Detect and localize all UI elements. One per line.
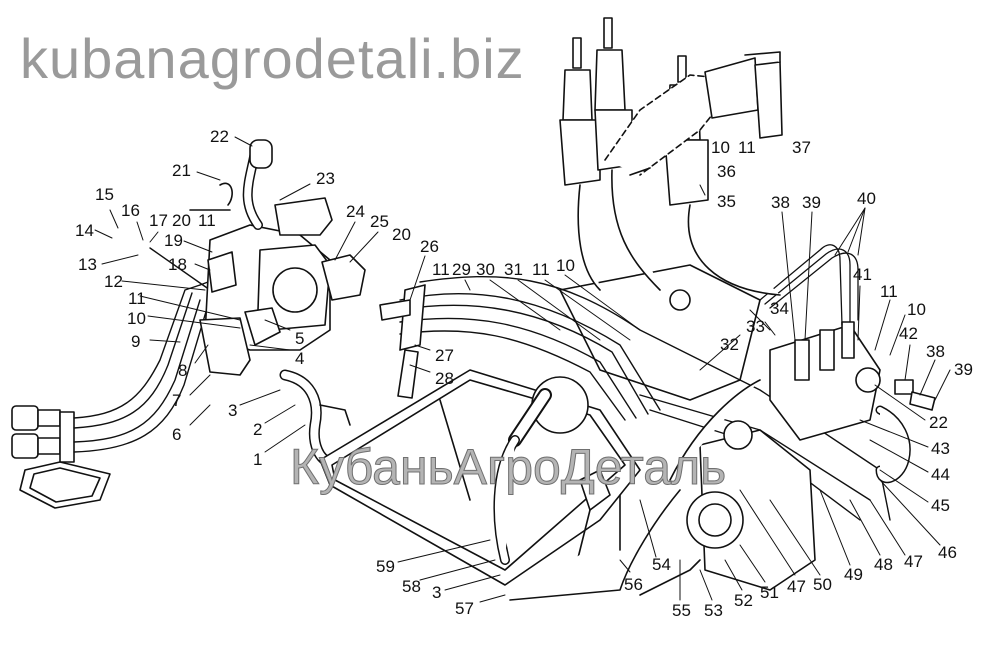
hydraulic-pump <box>509 420 816 601</box>
callout-label: 6 <box>172 425 182 444</box>
callout-label: 38 <box>926 342 945 361</box>
callout-label: 48 <box>874 555 893 574</box>
callout-label: 53 <box>704 601 723 620</box>
watermark-middle: КубаньАгроДеталь <box>289 439 727 495</box>
callout-label: 2 <box>253 420 263 439</box>
callout-label: 8 <box>178 361 188 380</box>
callout-label: 20 <box>172 211 191 230</box>
callout-label: 31 <box>504 260 523 279</box>
callout-label: 54 <box>652 555 671 574</box>
callout-label: 10 <box>127 309 146 328</box>
callout-label: 43 <box>931 439 950 458</box>
callout-label: 10 <box>907 300 926 319</box>
callout-label: 47 <box>904 552 923 571</box>
callout-label: 30 <box>476 260 495 279</box>
callout-label: 14 <box>75 221 94 240</box>
callout-label: 49 <box>844 565 863 584</box>
callout-label: 22 <box>210 127 229 146</box>
callout-label: 27 <box>435 346 454 365</box>
callout-label: 15 <box>95 185 114 204</box>
callout-label: 10 <box>556 256 575 275</box>
quick-couplers <box>11 405 111 509</box>
hose-bracket <box>379 284 426 399</box>
callout-label: 36 <box>717 162 736 181</box>
callout-label: 16 <box>121 201 140 220</box>
callout-label: 18 <box>168 255 187 274</box>
callout-label: 5 <box>295 329 305 348</box>
callout-label: 51 <box>760 583 779 602</box>
valve-housing <box>199 224 366 376</box>
callout-label: 44 <box>931 465 950 484</box>
callout-label: 37 <box>792 138 811 157</box>
callout-label: 45 <box>931 496 950 515</box>
callout-label: 11 <box>432 260 450 279</box>
callout-label: 1 <box>253 450 263 469</box>
callout-label: 25 <box>370 212 389 231</box>
watermark-bottom: kubanagrodetali.biz <box>20 27 525 90</box>
callout-label: 11 <box>738 138 756 157</box>
callout-label: 13 <box>78 255 97 274</box>
callout-label: 39 <box>802 193 821 212</box>
callout-label: 3 <box>228 401 238 420</box>
callout-label: 26 <box>420 237 439 256</box>
callout-label: 41 <box>853 265 872 284</box>
callout-label: 28 <box>435 369 454 388</box>
callout-label: 35 <box>717 192 736 211</box>
callout-label: 50 <box>813 575 832 594</box>
callout-label: 34 <box>770 299 789 318</box>
callout-label: 21 <box>172 161 191 180</box>
return-hose <box>279 369 351 468</box>
callout-label: 55 <box>672 601 691 620</box>
callout-label: 11 <box>880 282 898 301</box>
filter-head <box>493 376 611 571</box>
callout-label: 24 <box>346 202 365 221</box>
callout-label: 38 <box>771 193 790 212</box>
callout-label: 20 <box>392 225 411 244</box>
callout-label: 11 <box>198 211 216 230</box>
distributor-valve <box>669 321 936 484</box>
callout-label: 47 <box>787 577 806 596</box>
control-pipes <box>759 244 859 326</box>
callout-label: 23 <box>316 169 335 188</box>
callout-label: 11 <box>128 289 146 308</box>
callout-label: 22 <box>929 413 948 432</box>
control-joysticks <box>559 17 781 296</box>
callout-label: 19 <box>164 231 183 250</box>
callout-label: 56 <box>624 575 643 594</box>
callout-label: 52 <box>734 591 753 610</box>
callout-label: 39 <box>954 360 973 379</box>
callout-label: 10 <box>711 138 730 157</box>
callout-label: 3 <box>432 583 442 602</box>
callout-label: 42 <box>899 324 918 343</box>
callout-label: 46 <box>938 543 957 562</box>
callout-label: 9 <box>131 332 141 351</box>
callout-label: 11 <box>532 260 550 279</box>
leader-lines <box>94 136 951 603</box>
callout-label: 12 <box>104 272 123 291</box>
callout-label: 40 <box>857 189 876 208</box>
callout-label: 33 <box>746 317 765 336</box>
callout-label: 58 <box>402 577 421 596</box>
upper-hose <box>189 139 333 236</box>
callout-label: 29 <box>452 260 471 279</box>
callout-label: 57 <box>455 599 474 618</box>
callout-label: 7 <box>172 391 182 410</box>
callout-label: 4 <box>295 349 305 368</box>
callout-label: 59 <box>376 557 395 576</box>
callout-label: 17 <box>149 211 168 230</box>
callout-label: 32 <box>720 335 739 354</box>
mounting-bracket <box>704 51 783 139</box>
